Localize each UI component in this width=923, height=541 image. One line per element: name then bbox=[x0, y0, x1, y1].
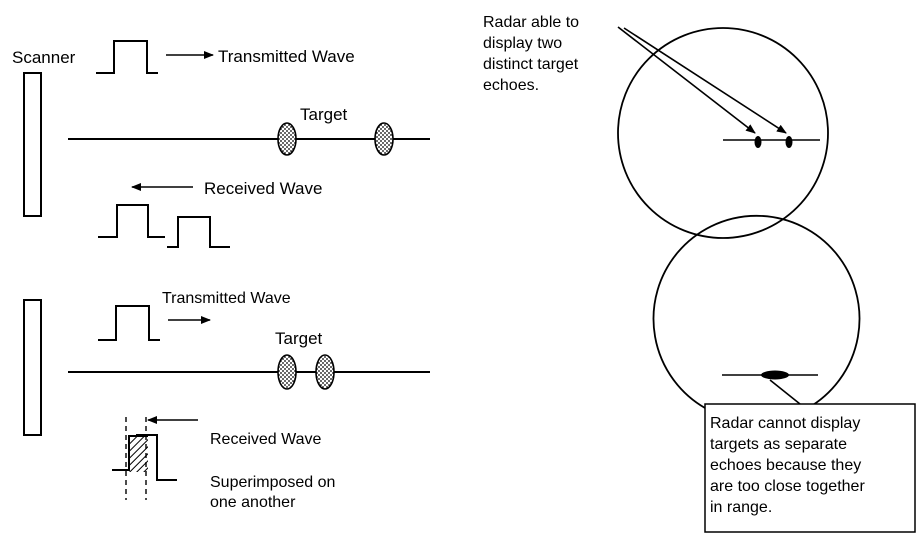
bottom-callout-text: Radar cannot display targets as separate… bbox=[710, 415, 865, 516]
target-echo-2-top bbox=[374, 122, 394, 156]
received-pulse-2-top bbox=[167, 216, 230, 248]
bottom-callout-line5: in range. bbox=[710, 499, 772, 516]
scanner-antenna-bottom bbox=[23, 299, 43, 436]
received-wave-label-bottom: Received Wave bbox=[210, 431, 322, 448]
callout-arrow-to-echo-1 bbox=[617, 26, 756, 134]
radar-display-bottom bbox=[652, 214, 861, 409]
top-callout-line4: echoes. bbox=[483, 77, 539, 94]
bottom-left-panel: Transmitted Wave Target Received Wave Su… bbox=[23, 290, 430, 511]
superimposed-label-line1: Superimposed on bbox=[210, 474, 335, 491]
bottom-callout-line2: targets as separate bbox=[710, 436, 847, 453]
top-callout-text: Radar able to display two distinct targe… bbox=[483, 14, 579, 94]
target-echo-1-top bbox=[277, 122, 297, 156]
bottom-callout-box bbox=[704, 403, 916, 533]
transmitted-wave-label-bottom: Transmitted Wave bbox=[162, 290, 291, 307]
top-right-panel: Radar able to display two distinct targe… bbox=[483, 14, 829, 239]
received-pulse-1-top bbox=[98, 204, 165, 238]
callout-arrow-to-echo-2 bbox=[623, 27, 787, 134]
bottom-callout-line3: echoes because they bbox=[710, 457, 861, 474]
top-callout-line2: display two bbox=[483, 35, 562, 52]
bottom-callout-line1: Radar cannot display bbox=[710, 415, 860, 432]
top-callout-line3: distinct target bbox=[483, 56, 579, 73]
scanner-antenna-top bbox=[23, 72, 43, 217]
scanner-label: Scanner bbox=[12, 48, 76, 67]
target-label-top: Target bbox=[300, 105, 348, 124]
bottom-callout-line4: are too close together bbox=[710, 478, 865, 495]
superimposed-pulses bbox=[112, 417, 177, 500]
bottom-right-panel: Radar cannot display targets as separate… bbox=[652, 214, 916, 533]
received-wave-label-top: Received Wave bbox=[204, 179, 322, 198]
target-echo-2-bottom bbox=[315, 354, 335, 390]
transmitted-pulse-top bbox=[96, 40, 158, 74]
superimposed-label-line2: one another bbox=[210, 494, 296, 511]
target-label-bottom: Target bbox=[275, 329, 323, 348]
transmitted-pulse-bottom bbox=[98, 305, 160, 341]
top-callout-line1: Radar able to bbox=[483, 14, 579, 31]
echo-blip-2 bbox=[785, 136, 793, 148]
radar-display-top bbox=[617, 27, 829, 239]
transmitted-wave-label-top: Transmitted Wave bbox=[218, 47, 355, 66]
echo-blip-1 bbox=[754, 136, 762, 148]
merged-echo-blip bbox=[761, 370, 789, 380]
target-echo-1-bottom bbox=[277, 354, 297, 390]
callout-pointer-bottom bbox=[769, 379, 801, 405]
top-left-panel: Scanner Transmitted Wave Target Received… bbox=[12, 40, 430, 248]
